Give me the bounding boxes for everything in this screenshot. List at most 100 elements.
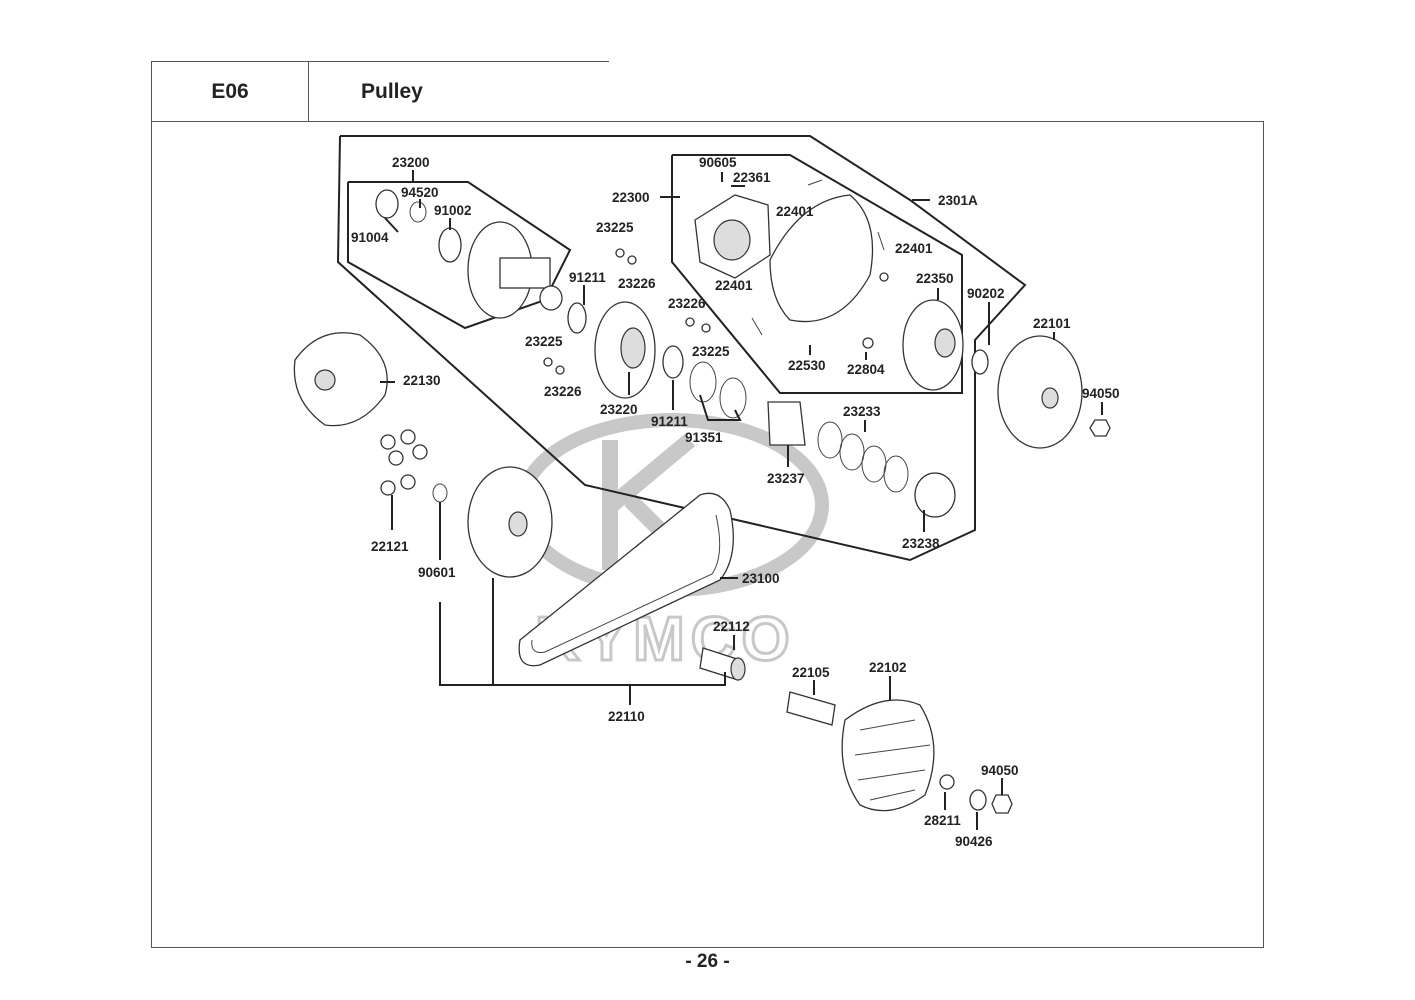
callout-94050-top: 94050 — [1082, 386, 1120, 401]
callout-91002: 91002 — [434, 203, 472, 218]
part-91351-b — [719, 377, 747, 419]
part-pin — [879, 272, 889, 282]
part-23238 — [914, 472, 956, 518]
part-23233-coil2 — [839, 433, 865, 471]
callout-22401-left: 22401 — [715, 278, 753, 293]
part-23233-coil3 — [861, 445, 887, 483]
page-number: - 26 - — [685, 951, 730, 972]
callout-22401-right: 22401 — [895, 241, 933, 256]
part-23225-c — [543, 357, 553, 367]
callout-22401-top: 22401 — [776, 204, 814, 219]
part-22130 — [293, 332, 388, 427]
part-22101-hub — [1041, 387, 1059, 409]
callout-22101: 22101 — [1033, 316, 1071, 331]
part-roller-5 — [380, 480, 396, 496]
part-23226-c — [555, 365, 565, 375]
callout-91211-bottom: 91211 — [651, 414, 688, 429]
callout-23237: 23237 — [767, 471, 805, 486]
callout-91004: 91004 — [351, 230, 389, 245]
outline-22300 — [671, 154, 963, 394]
callout-22112: 22112 — [713, 619, 750, 634]
part-22530 — [769, 194, 874, 323]
callout-90601: 90601 — [418, 565, 456, 580]
part-22102 — [841, 699, 935, 812]
callout-23226-top: 23226 — [618, 276, 656, 291]
callout-22361: 22361 — [733, 170, 771, 185]
part-22401-springs — [751, 179, 885, 336]
callout-2301A: 2301A — [938, 193, 978, 208]
part-22350 — [902, 299, 964, 391]
callout-28211: 28211 — [924, 813, 961, 828]
part-90426 — [969, 789, 987, 811]
callout-23238: 23238 — [902, 536, 940, 551]
callout-22110: 22110 — [608, 709, 645, 724]
callout-22300: 22300 — [612, 190, 650, 205]
part-22361-hole — [713, 219, 751, 261]
part-23225-b — [701, 323, 711, 333]
callout-23225-mid: 23225 — [692, 344, 730, 359]
part-23226-b — [685, 317, 695, 327]
part-23226-a — [627, 255, 637, 265]
part-22804 — [862, 337, 874, 349]
part-driven-hub — [499, 257, 551, 289]
part-23100-inner — [531, 514, 721, 653]
part-22350-hub — [934, 328, 956, 358]
section-code-text: E06 — [211, 79, 249, 103]
part-90202 — [971, 349, 989, 375]
leader-lines — [380, 170, 1103, 830]
callout-23200: 23200 — [392, 155, 430, 170]
part-94050-b — [991, 794, 1013, 814]
callout-labels: 23200 94520 91002 91004 23225 23226 9121… — [351, 155, 1120, 849]
part-22101 — [997, 335, 1083, 449]
callout-23225-left: 23225 — [525, 334, 563, 349]
part-28211 — [939, 774, 955, 790]
callout-23225-top: 23225 — [596, 220, 634, 235]
callout-22130: 22130 — [403, 373, 441, 388]
callout-22350: 22350 — [916, 271, 954, 286]
part-23233-coil4 — [883, 455, 909, 493]
callout-91351: 91351 — [685, 430, 723, 445]
part-23233-coil1 — [817, 421, 843, 459]
part-94520 — [409, 201, 427, 223]
part-22112-end — [730, 657, 746, 681]
part-91351-a — [689, 361, 717, 403]
callout-90605: 90605 — [699, 155, 737, 170]
callout-94050-bottom: 94050 — [981, 763, 1019, 778]
part-23225-a — [615, 248, 625, 258]
part-91211-b — [662, 345, 684, 379]
callout-90426: 90426 — [955, 834, 993, 849]
section-title-text: Pulley — [361, 80, 423, 103]
callout-23226-mid: 23226 — [668, 296, 706, 311]
part-91211-a — [567, 302, 587, 334]
callout-23220: 23220 — [600, 402, 638, 417]
section-title: Pulley — [309, 61, 609, 122]
part-22110-hub — [508, 511, 528, 537]
callout-22530: 22530 — [788, 358, 826, 373]
part-roller-4 — [412, 444, 428, 460]
part-23237 — [767, 401, 806, 446]
part-23100-belt — [518, 492, 734, 667]
outline-driven-assembly — [336, 135, 1027, 562]
part-roller-3 — [400, 429, 416, 445]
part-91004 — [375, 189, 399, 219]
part-94050-a — [1089, 419, 1111, 437]
part-roller-2 — [388, 450, 404, 466]
part-roller-6 — [400, 474, 416, 490]
part-91002 — [438, 227, 462, 263]
callout-23226-left: 23226 — [544, 384, 582, 399]
part-23220-hub — [620, 327, 646, 369]
part-hub-end — [539, 285, 563, 311]
callout-91211-top: 91211 — [569, 270, 606, 285]
diagram-frame — [151, 121, 1264, 948]
callout-22804: 22804 — [847, 362, 885, 377]
part-drawings — [293, 179, 1111, 814]
part-22105 — [786, 691, 836, 726]
part-22130-boss — [314, 369, 336, 391]
callout-23100: 23100 — [742, 571, 780, 586]
callout-22105: 22105 — [792, 665, 830, 680]
callout-22102: 22102 — [869, 660, 907, 675]
callout-90202: 90202 — [967, 286, 1005, 301]
part-22102-fins — [854, 719, 931, 801]
callout-23233: 23233 — [843, 404, 881, 419]
